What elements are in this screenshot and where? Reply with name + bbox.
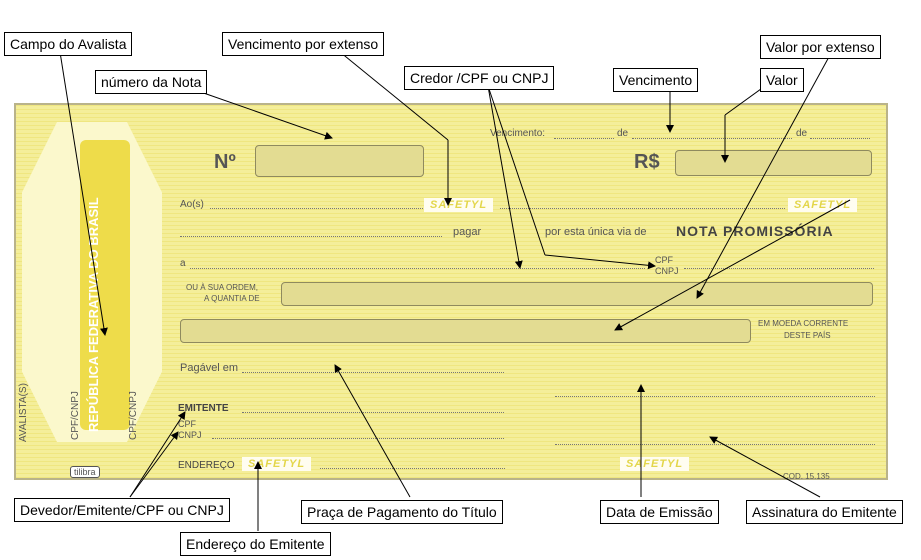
vencimento-de-2: de [796,128,808,139]
credor-cnpj-label: CNPJ [655,266,679,276]
arrow-valor-extenso-2 [614,199,851,331]
moeda-line-2: DESTE PAÍS [784,331,831,340]
endereco-label: ENDEREÇO [178,460,235,471]
callout-numero-nota: número da Nota [95,70,208,94]
safety-stamp-4: SAFETYL [620,457,690,471]
arrow-devedor-1 [129,411,186,498]
currency-symbol: R$ [634,151,660,173]
ordem-line-1: OU À SUA ORDEM, [186,283,259,292]
ordem-line-2: A QUANTIA DE [204,294,260,303]
credor-cpf-line [684,268,874,269]
arrow-praca [334,364,411,498]
valor-field[interactable] [675,150,872,176]
numero-field[interactable] [255,145,424,177]
pagar-label: pagar [453,226,482,238]
emblem-band [80,140,130,430]
cod-label: COD. 15.135 [783,472,830,481]
callout-vencimento: Vencimento [613,68,699,92]
credor-cpf-label: CPF [655,255,673,265]
data-emissao-line [555,396,875,397]
a-label: a [180,258,186,269]
pagar-line [180,236,442,237]
quantia-field-1[interactable] [281,282,873,306]
arrow-numero [194,89,333,140]
emblem [22,122,162,442]
emitente-cnpj: CNPJ [178,430,202,440]
vencimento-de-1: de [617,128,629,139]
callout-credor: Credor /CPF ou CNPJ [404,66,555,90]
callout-praca: Praça de Pagamento do Título [301,500,503,524]
nota-title: NOTA PROMISSÓRIA [676,223,834,239]
emitente-cpf: CPF [178,419,196,429]
tilibra-logo: tilibra [70,466,100,478]
arrow-credor [487,85,523,269]
arrow-valor-a [724,85,766,116]
arrow-devedor-2 [129,431,179,498]
aos-label: Ao(s) [180,199,204,210]
emitente-line [242,412,504,413]
numero-symbol: Nº [214,151,236,173]
assinatura-line [555,444,875,445]
moeda-line-1: EM MOEDA CORRENTE [758,319,849,328]
emitente-label: EMITENTE [178,403,229,414]
callout-devedor: Devedor/Emitente/CPF ou CNPJ [14,498,230,522]
credor-line [190,268,645,269]
quantia-field-2[interactable] [180,319,751,343]
vencimento-year-line [810,138,870,139]
arrow-avalista [59,51,108,336]
aos-line [210,208,425,209]
arrow-venc-extenso-a [339,51,449,141]
arrow-assinatura [709,436,821,498]
callout-valor-extenso: Valor por extenso [760,35,881,59]
arrow-valor-extenso [696,54,831,299]
callout-avalista: Campo do Avalista [4,32,133,56]
vencimento-month-line [632,138,792,139]
vencimento-label: Vencimento: [490,128,546,139]
endereco-line [320,468,505,469]
emitente-cpf-line [212,438,504,439]
pagavel-label: Pagável em [180,362,239,374]
aos-line-2 [500,208,785,209]
pagavel-line [242,372,504,373]
callout-valor: Valor [760,68,804,92]
arrow-credor-c [544,254,656,270]
callout-endereco: Endereço do Emitente [180,532,331,556]
callout-data-emissao: Data de Emissão [600,500,719,524]
arrow-credor-b [487,85,546,256]
vencimento-day-line [554,138,614,139]
callout-assinatura: Assinatura do Emitente [746,500,903,524]
callout-vencimento-extenso: Vencimento por extenso [222,32,385,56]
unica-via-label: por esta única via de [545,226,647,238]
